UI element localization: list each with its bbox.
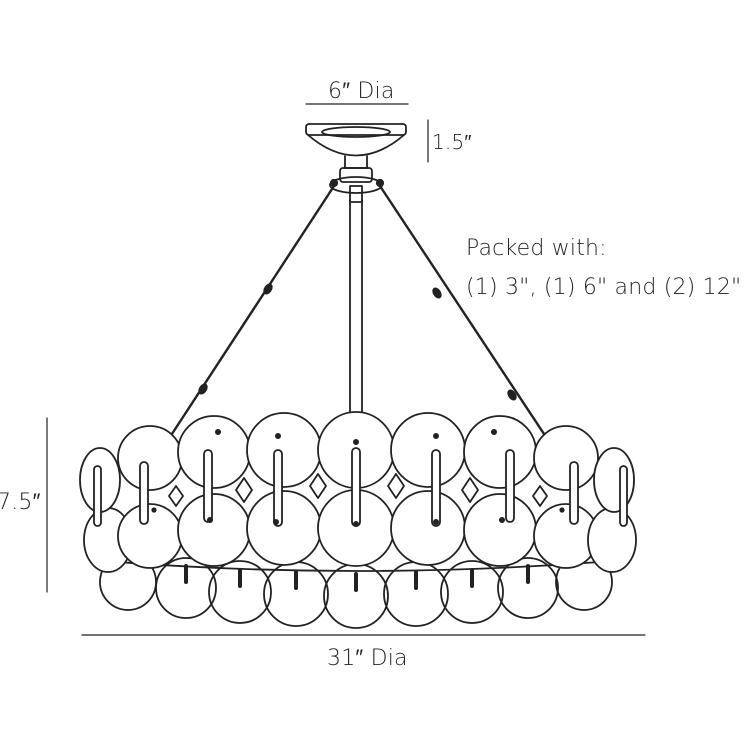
middle-disc-row — [83, 489, 637, 573]
ceiling-canopy — [305, 123, 407, 169]
center-stem — [349, 199, 363, 433]
rod-pins — [151, 429, 565, 527]
canopy-height-label: 1.5″ — [432, 130, 472, 154]
disc-rods — [93, 447, 628, 527]
hub-ring — [329, 167, 385, 203]
cable-links — [198, 283, 517, 401]
frame-ornaments — [168, 473, 548, 507]
top-disc-row — [79, 411, 635, 513]
suspension-cables — [166, 184, 550, 442]
fixture-diameter-label: 31″ Dia — [327, 646, 408, 671]
packed-note-detail: (1) 3", (1) 6" and (2) 12" — [466, 275, 742, 300]
canopy-diameter-label: 6″ Dia — [328, 79, 395, 104]
packed-note-heading: Packed with: — [466, 236, 607, 261]
fixture-height-label: 7.5″ — [0, 490, 41, 515]
